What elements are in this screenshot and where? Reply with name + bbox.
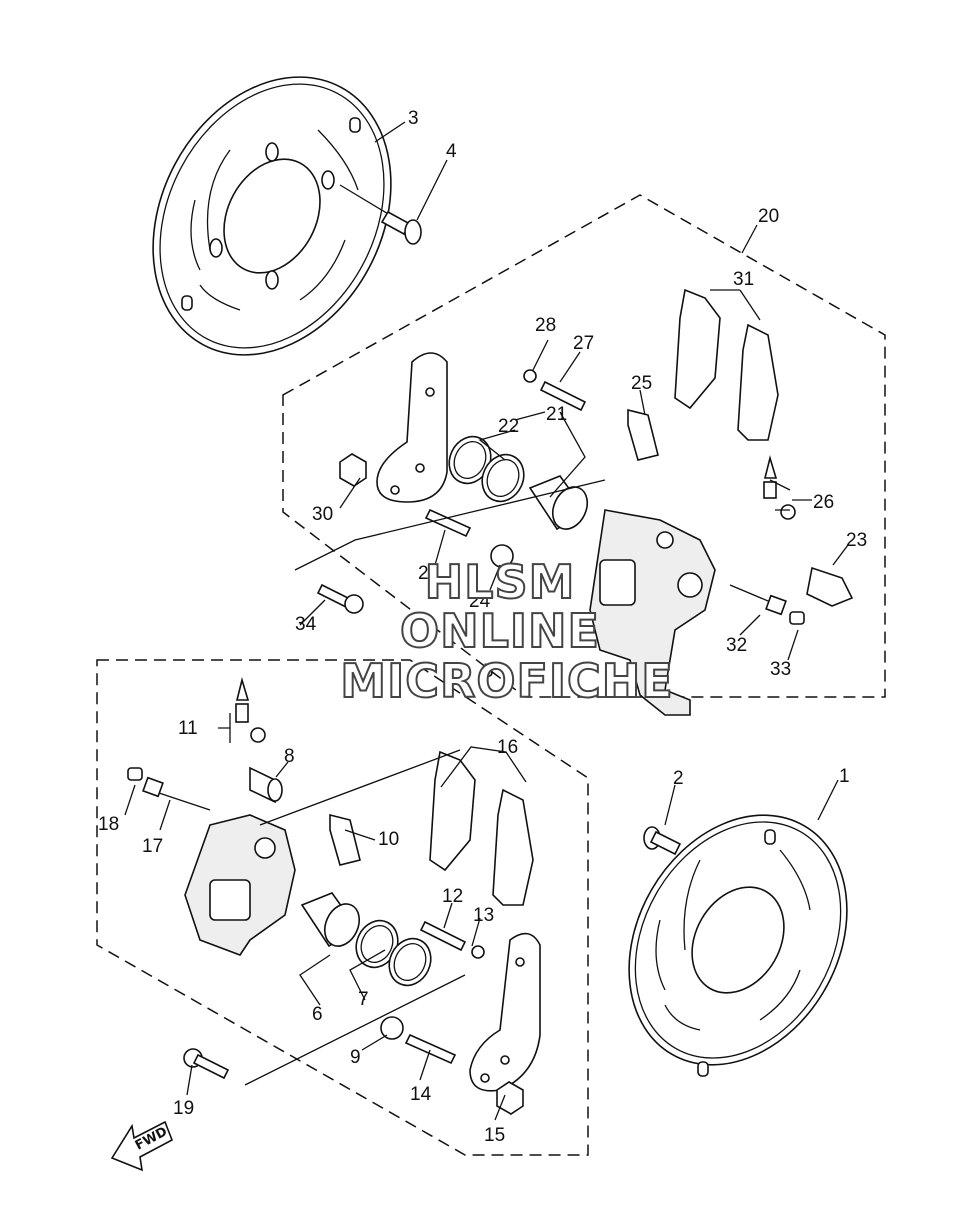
callout-26: 26 — [813, 492, 834, 513]
callout-17: 17 — [142, 836, 163, 857]
caliper-assembly-20-boundary — [282, 194, 886, 698]
callout-33: 33 — [770, 659, 791, 680]
pin-bolt-27 — [539, 380, 587, 412]
callout-7: 7 — [358, 989, 369, 1010]
callout-14: 14 — [410, 1084, 432, 1105]
pad-spring-25 — [627, 408, 659, 461]
boot-24 — [490, 544, 514, 568]
callout-5: 5 — [483, 661, 494, 682]
watermark-line-1: HLSM — [425, 555, 576, 609]
callout-10: 10 — [378, 829, 399, 850]
callout-18: 18 — [98, 814, 119, 835]
brake-pads-31 — [674, 288, 779, 441]
pin-17 — [142, 776, 211, 811]
callout-25: 25 — [631, 373, 652, 394]
disc-bolt-4 — [339, 184, 422, 245]
piston-21 — [528, 475, 589, 531]
callout-29: 29 — [418, 563, 439, 584]
watermark-line-2: ONLINE — [400, 604, 600, 658]
callout-34: 34 — [295, 614, 317, 635]
plug-18 — [127, 767, 143, 781]
callout-8: 8 — [284, 746, 295, 767]
seal-rings-7 — [355, 919, 432, 987]
bolt-23 — [806, 566, 854, 607]
callout-24: 24 — [469, 591, 491, 612]
nut-15 — [496, 1081, 524, 1115]
bolt-19 — [183, 1048, 230, 1080]
plug-33 — [789, 611, 805, 625]
caliper-body-lower — [184, 814, 296, 956]
pin-14 — [404, 1033, 457, 1065]
brake-pads-16 — [429, 750, 534, 906]
callout-9: 9 — [350, 1047, 361, 1068]
seal-rings-22 — [448, 435, 525, 503]
brake-disc-1 — [628, 814, 848, 1077]
piston-6 — [300, 892, 361, 948]
callout-12: 12 — [442, 886, 463, 907]
callout-28: 28 — [535, 315, 556, 336]
callout-15: 15 — [484, 1125, 505, 1146]
callout-16: 16 — [497, 737, 518, 758]
callout-13: 13 — [473, 905, 494, 926]
pin-32 — [729, 584, 787, 616]
watermark-line-3: MICROFICHE — [340, 654, 673, 708]
nut-30 — [339, 453, 367, 487]
washer-13 — [471, 945, 485, 959]
callout-31: 31 — [733, 269, 754, 290]
fwd-arrow-icon: FWD — [110, 1120, 174, 1172]
callout-30: 30 — [312, 504, 333, 525]
pin-bolt-12 — [419, 920, 467, 952]
caliper-assembly-5-boundary — [96, 659, 589, 1156]
watermark: HLSM ONLINE MICROFICHE — [339, 554, 673, 709]
callout-6: 6 — [312, 1004, 323, 1025]
washer-28 — [523, 369, 537, 383]
callouts: 1 2 3 4 5 6 7 8 9 10 11 12 13 14 15 16 1… — [98, 108, 867, 1146]
callout-27: 27 — [573, 333, 594, 354]
bleed-screw-26 — [763, 454, 796, 520]
callout-11: 11 — [178, 718, 198, 739]
leader-lines — [124, 121, 849, 1121]
callout-23: 23 — [846, 530, 867, 551]
callout-22: 22 — [498, 416, 519, 437]
brake-disc-3 — [152, 76, 392, 356]
caliper-body-upper — [589, 509, 716, 716]
callout-32: 32 — [726, 635, 747, 656]
caliper-bracket-upper — [376, 352, 448, 503]
callout-4: 4 — [446, 141, 457, 162]
bolt-34 — [316, 583, 364, 614]
callout-19: 19 — [173, 1098, 194, 1119]
pin-29 — [424, 508, 472, 538]
bolt-8 — [249, 766, 283, 804]
callout-21: 21 — [546, 404, 567, 425]
boot-9 — [380, 1016, 404, 1040]
callout-20: 20 — [758, 206, 779, 227]
callout-2: 2 — [673, 768, 684, 789]
disc-bolt-2 — [643, 826, 682, 856]
bleed-screw-11 — [235, 676, 266, 743]
callout-3: 3 — [408, 108, 419, 129]
pad-spring-10 — [329, 813, 361, 866]
callout-1: 1 — [839, 766, 850, 787]
